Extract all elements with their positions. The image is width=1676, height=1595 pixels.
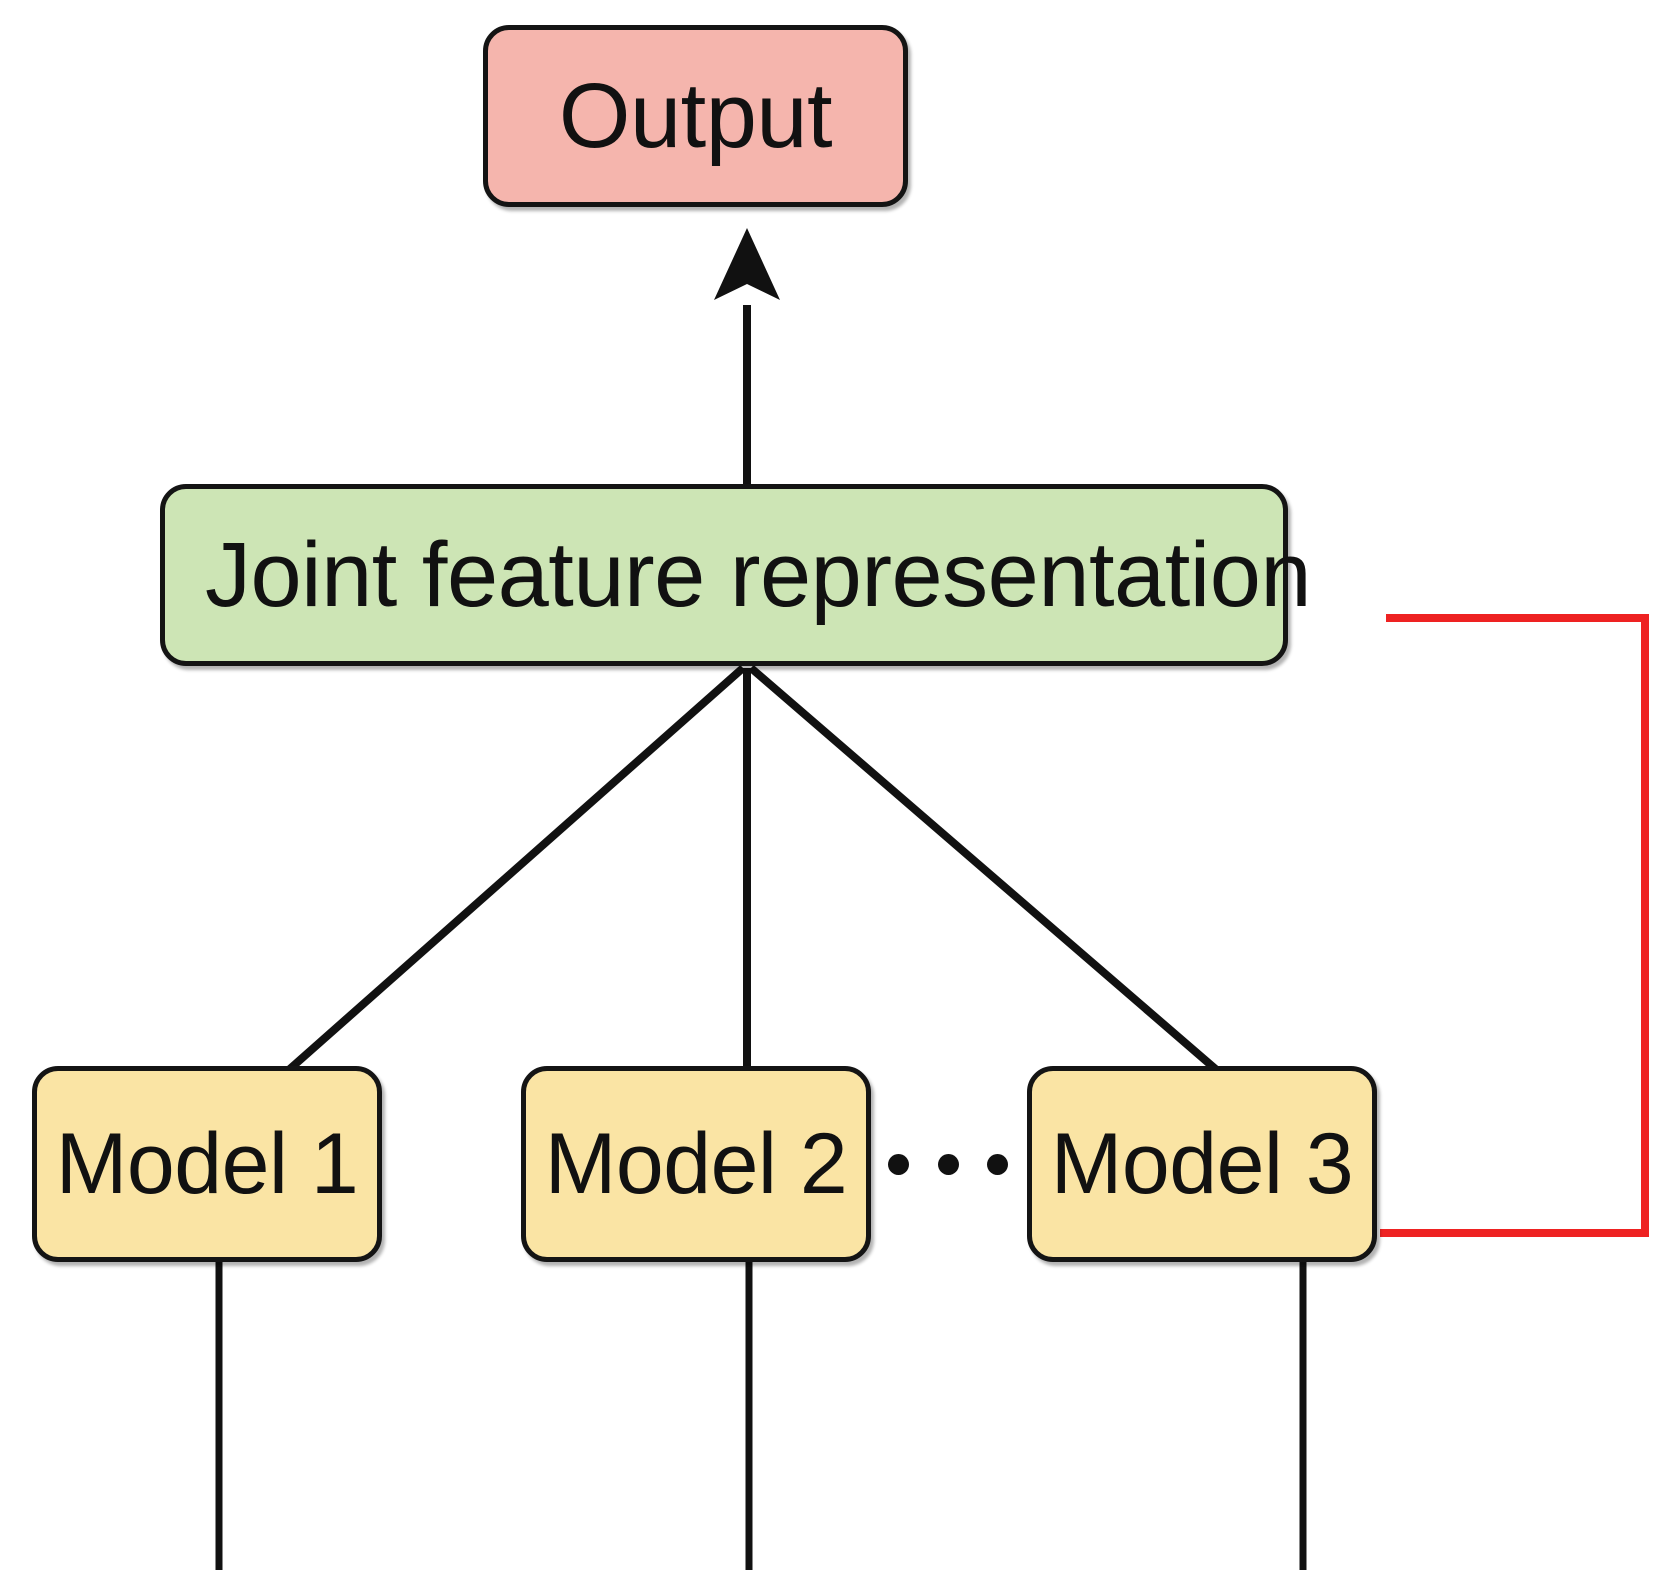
- output-node-label: Output: [558, 64, 833, 167]
- model-1-label: Model 1: [55, 1115, 359, 1212]
- edge-joint-to-output: [714, 228, 780, 484]
- ellipsis-icon: [888, 1134, 1008, 1194]
- model-2-label: Model 2: [544, 1115, 848, 1212]
- model-2-node[interactable]: Model 2: [521, 1066, 871, 1262]
- ellipsis-dot-2: [937, 1153, 959, 1175]
- model-3-node[interactable]: Model 3: [1027, 1066, 1377, 1262]
- ellipsis-dot-1: [888, 1153, 909, 1175]
- model-1-node[interactable]: Model 1: [32, 1066, 382, 1262]
- joint-feature-representation-label: Joint feature representation: [205, 523, 1312, 626]
- ellipsis-dot-3: [987, 1153, 1008, 1175]
- edge-model1-to-joint: [219, 665, 746, 1132]
- model-3-label: Model 3: [1050, 1115, 1354, 1212]
- joint-feature-representation-node[interactable]: Joint feature representation: [160, 484, 1312, 666]
- edge-feedback-joint-to-model3: [1380, 614, 1649, 1237]
- edge-model3-to-joint: [748, 664, 1288, 1133]
- output-node[interactable]: Output: [483, 25, 908, 207]
